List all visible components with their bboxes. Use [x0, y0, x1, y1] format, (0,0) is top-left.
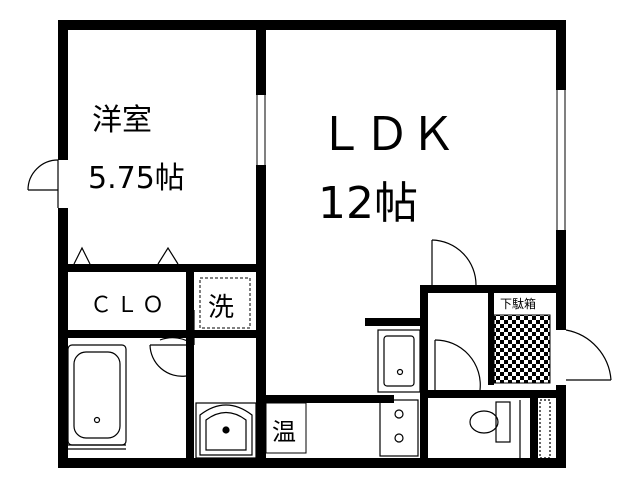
ldk-room-name: ＬＤＫ	[318, 107, 456, 161]
door-swings	[27, 159, 612, 391]
western-room-name: 洋室	[92, 103, 152, 138]
interior-walls	[58, 20, 566, 465]
outer-walls	[58, 20, 566, 468]
shoe-box-label: 下駄箱	[500, 296, 536, 311]
windows	[254, 90, 568, 230]
western-room-size: 5.75帖	[88, 161, 185, 196]
closet-hangers	[73, 246, 179, 265]
bathtub	[67, 344, 127, 450]
shoe-box	[493, 314, 551, 384]
toilet	[469, 399, 551, 459]
stove	[379, 399, 419, 457]
ldk-room-size: 12帖	[318, 178, 418, 229]
closet-label: ＣＬＯ	[90, 293, 168, 318]
water-heater-label: 温	[272, 418, 296, 446]
water-heater-box	[265, 402, 307, 454]
washbasin	[195, 402, 257, 459]
washroom-label: 洗	[208, 293, 234, 323]
kitchen-sink	[377, 329, 421, 393]
washing-machine-area	[199, 277, 251, 329]
